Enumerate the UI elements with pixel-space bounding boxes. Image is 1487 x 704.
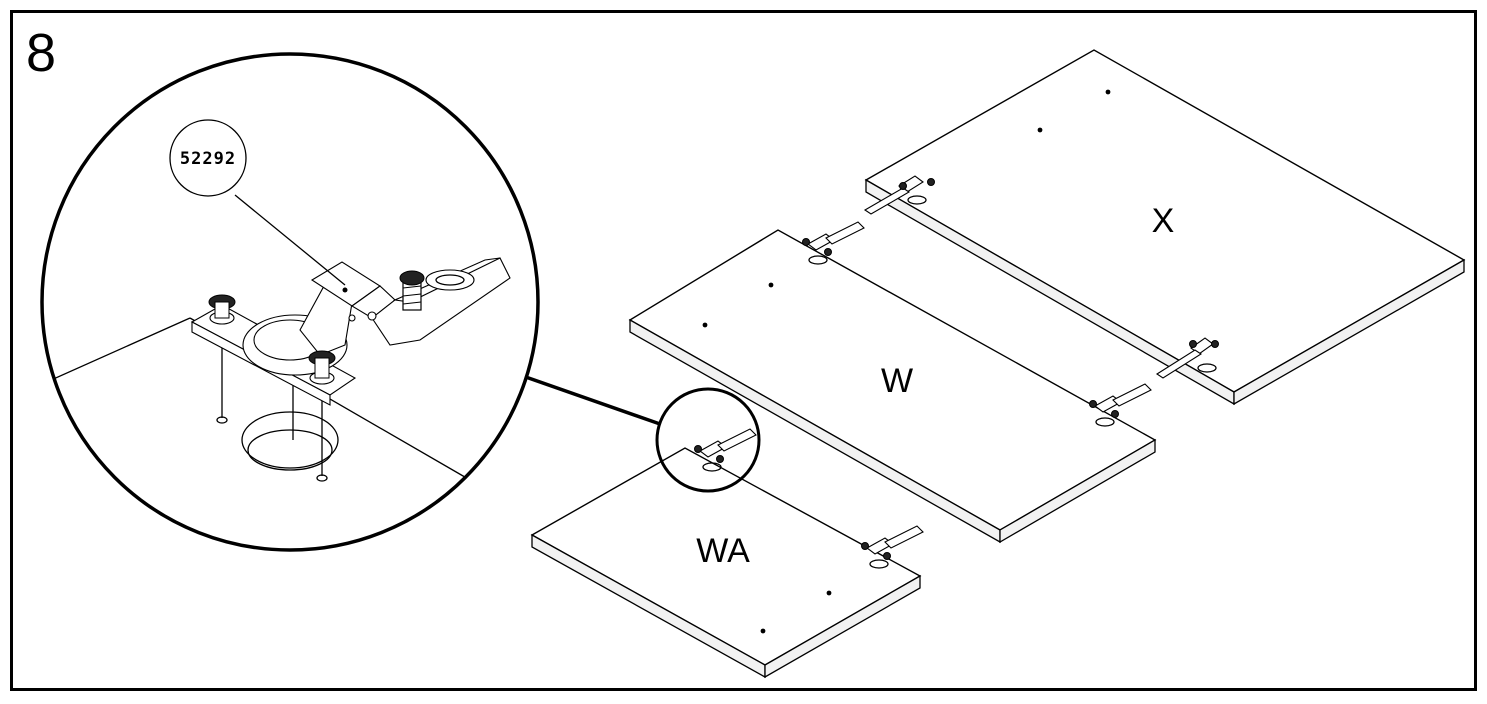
hinge-icon <box>861 525 924 569</box>
magnifier-ring <box>655 387 761 493</box>
screw-icon <box>399 270 425 311</box>
screw-icon <box>308 350 336 385</box>
panel-wa: WA <box>530 447 922 679</box>
hinge-icon <box>694 428 757 472</box>
step-number: 8 <box>26 23 57 83</box>
hinge-icon <box>802 221 865 265</box>
panel-w-hole <box>768 282 774 288</box>
panel-w-hole <box>702 322 708 328</box>
hinge-detail-view: 52292 <box>40 52 540 552</box>
panel-wa-hole <box>826 590 832 596</box>
panel-x-hole <box>1105 89 1111 95</box>
panel-w: W <box>628 229 1157 544</box>
part-number-label: 52292 <box>180 149 236 169</box>
screw-icon <box>208 294 236 325</box>
panel-x-hole <box>1037 127 1043 133</box>
panel-label-x: X <box>1152 202 1175 240</box>
panel-wa-hole <box>760 628 766 634</box>
hinge-icon <box>1155 337 1219 379</box>
hinge-icon <box>1089 383 1152 427</box>
panel-label-wa: WA <box>696 532 750 570</box>
magnifier-leader <box>519 373 661 426</box>
panel-label-w: W <box>881 362 913 400</box>
hinge-icon <box>863 175 935 215</box>
part-number-callout <box>169 119 247 197</box>
panel-x: X <box>864 49 1466 406</box>
